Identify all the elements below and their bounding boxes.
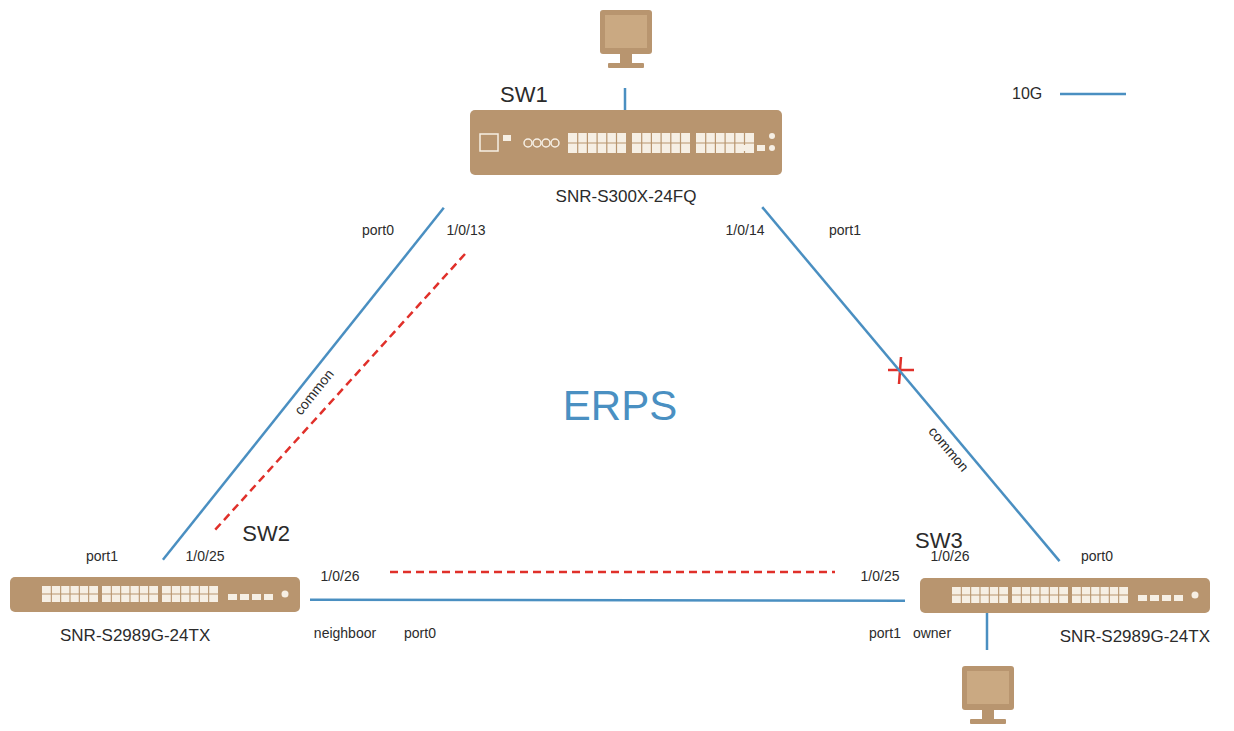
switch-model: SNR-S2989G-24TX — [1060, 627, 1210, 647]
switch-model: SNR-S300X-24FQ — [470, 187, 782, 207]
network-switch: SW3SNR-S2989G-24TX — [920, 578, 1210, 613]
port-label: neighboor — [314, 625, 376, 642]
port-label: owner — [913, 625, 951, 642]
port-label: 1/0/26 — [321, 568, 360, 585]
switch-name: SW1 — [500, 82, 548, 108]
switch-icon — [470, 110, 782, 175]
port-label: 1/0/25 — [186, 548, 225, 565]
link-role-label: common — [924, 422, 973, 476]
port-label: 1/0/25 — [861, 568, 900, 585]
legend-text: 10G — [1012, 84, 1042, 104]
pc-icon — [962, 613, 1014, 724]
port-label: 1/0/13 — [447, 222, 486, 239]
legend-entry: 10G — [1012, 84, 1126, 104]
pc-icon — [600, 10, 652, 110]
switch-model: SNR-S2989G-24TX — [60, 626, 210, 646]
legend-line-sample — [1060, 91, 1126, 97]
port-label: port0 — [362, 222, 394, 239]
ring-link — [762, 207, 1059, 561]
traffic-path — [390, 571, 835, 574]
network-switch: SW1SNR-S300X-24FQ — [470, 110, 782, 175]
switch-name: SW2 — [242, 521, 290, 547]
ring-link — [163, 208, 444, 560]
network-switch: SW2SNR-S2989G-24TX — [10, 577, 300, 612]
switch-icon — [920, 578, 1210, 613]
link-role-label: common — [289, 364, 337, 419]
port-label: 1/0/26 — [931, 548, 970, 565]
port-label: port1 — [86, 548, 118, 565]
port-label: port0 — [1081, 548, 1113, 565]
port-label: port1 — [869, 625, 901, 642]
traffic-path — [215, 254, 465, 530]
ring-link — [310, 599, 905, 602]
protocol-title: ERPS — [563, 382, 677, 430]
port-label: 1/0/14 — [726, 222, 765, 239]
port-label: port0 — [404, 625, 436, 642]
switch-icon — [10, 577, 300, 612]
port-label: port1 — [829, 222, 861, 239]
